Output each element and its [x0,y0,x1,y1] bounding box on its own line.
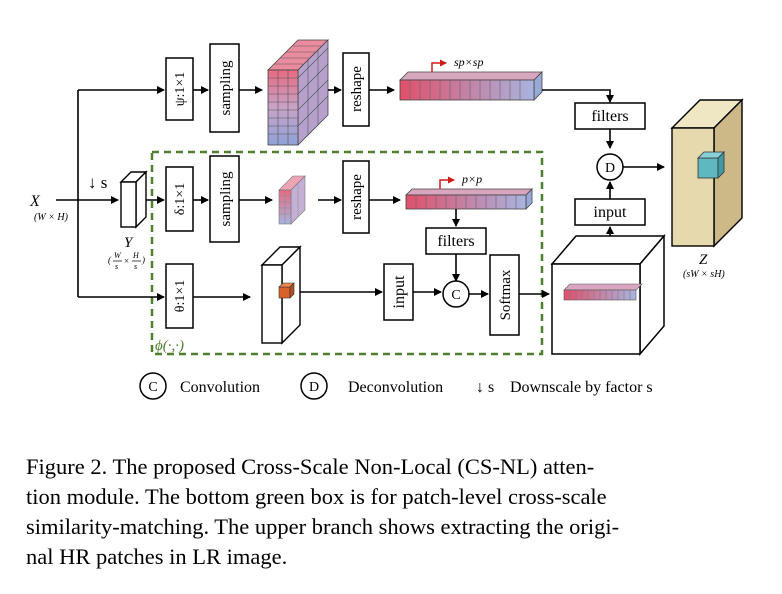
legend-downscale-text: Downscale by factor s [510,379,653,396]
legend-conv-text: Convolution [180,379,260,396]
lr-patch-tensor [278,175,306,225]
phi-dashed-box [150,150,544,356]
svg-text:s: s [115,262,118,271]
theta-label: θ:1×1 [173,280,188,313]
legend-deconv-icon [300,372,328,400]
reshape-label-1: reshape [349,66,365,112]
hr-patch-tensor [267,39,329,146]
y-dim: ( W s × H s ) [108,251,145,271]
sp-patch-strip [399,71,543,101]
y-feature-block [119,170,148,229]
sampling-label-2: sampling [218,171,234,226]
legend-deconv-text: Deconvolution [348,379,443,396]
attention-block [550,233,666,357]
theta-conv-box [165,263,194,329]
delta-conv-box [165,166,194,232]
cs-nl-diagram: ϕ(·,·) X (W × H) ↓ s Y ( W s × H s ) ψ:1… [29,39,744,400]
svg-text:H: H [132,251,140,260]
p-label: p×p [461,172,482,186]
filters-box-bottom [425,227,487,255]
reshape-box-1 [342,52,370,127]
legend-conv-icon [139,372,167,400]
z-output-block [670,98,744,248]
svg-text:W: W [114,251,122,260]
reshape-label-2: reshape [349,174,365,220]
psi-label: ψ:1×1 [173,72,188,107]
filters-label-top: filters [591,108,628,125]
softmax-label: Softmax [498,269,514,320]
filters-label-bottom: filters [437,233,474,250]
svg-text:(: ( [108,255,112,265]
legend-conv-symbol: C [148,380,157,395]
input-box-top [574,198,646,226]
input-label-bottom: input [391,275,408,308]
caption-line-3: similarity-matching. The upper branch sh… [26,514,620,539]
softmax-box [489,254,520,336]
strip-to-filters-line [542,89,614,103]
svg-text:×: × [124,256,129,266]
attention-row-strip [563,283,643,301]
input-label-top: input [594,204,627,221]
deconv-node-label: D [605,161,615,176]
sp-label: sp×sp [454,55,483,69]
sampling-box-1 [209,43,240,133]
sp-red-arrow [431,59,447,72]
input-x-dim: (W × H) [34,212,69,223]
caption-line-4: nal HR patches in LR image. [26,544,288,569]
legend: C Convolution D Deconvolution ↓ s Downsc… [139,372,653,400]
z-label: Z [699,252,708,268]
p-patch-strip [405,188,533,210]
delta-label: δ:1×1 [173,183,188,215]
legend-deconv-symbol: D [309,380,319,395]
conv-node-label: C [451,288,460,303]
svg-text:): ) [141,255,145,265]
input-x-label: X [29,193,41,210]
caption-line-2: tion module. The bottom green box is for… [26,484,607,509]
phi-label: ϕ(·,·) [155,338,184,354]
legend-downscale-symbol: ↓ s [476,379,494,396]
caption-line-1: Figure 2. The proposed Cross-Scale Non-L… [26,454,595,479]
sampling-label-1: sampling [218,60,234,115]
y-label: Y [124,235,134,251]
figure-caption: Figure 2. The proposed Cross-Scale Non-L… [26,452,756,572]
z-dim: (sW × sH) [683,269,725,280]
reshape-box-2 [342,160,370,234]
theta-feature-block [260,245,302,345]
filters-box-top [574,102,646,130]
psi-conv-box [165,57,194,121]
p-red-arrow [439,176,455,189]
sampling-box-2 [209,155,240,243]
svg-text:s: s [134,262,137,271]
downscale-label: ↓ s [88,173,107,192]
